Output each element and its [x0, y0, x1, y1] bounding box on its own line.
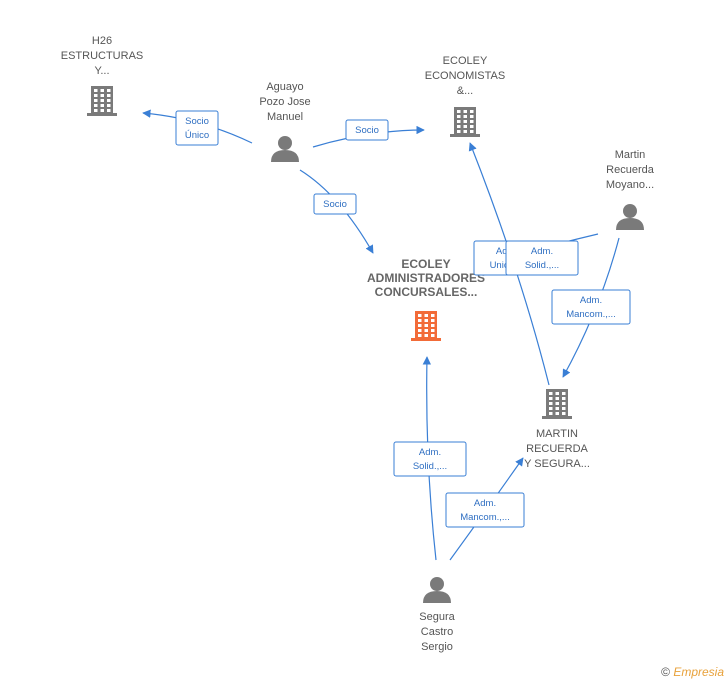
edge-label-text: Único	[185, 130, 209, 141]
node-label: Segura	[419, 611, 455, 623]
building-icon	[542, 389, 572, 419]
node-label: Martin	[615, 149, 646, 161]
person-icon	[271, 136, 299, 162]
edge-label-text: Solid.,...	[413, 461, 447, 472]
node-label: ADMINISTRADORES	[367, 271, 485, 285]
node-label: Pozo Jose	[259, 96, 310, 108]
edge-label[interactable]: Socio	[345, 119, 389, 141]
edge-label-text: Socio	[355, 125, 379, 136]
edge-label-text: Adm.	[531, 246, 553, 257]
edge-label[interactable]: Socio	[313, 193, 357, 215]
edge-label-box	[345, 119, 389, 141]
edge-label-box	[445, 492, 525, 528]
node-label: Recuerda	[606, 164, 655, 176]
node-label: Y SEGURA...	[524, 458, 590, 470]
node-label: MARTIN	[536, 428, 578, 440]
edge-label[interactable]: Adm. Solid.,...	[393, 441, 467, 477]
person-icon	[423, 577, 451, 603]
node-label: Castro	[421, 626, 453, 638]
edge-label-box	[393, 441, 467, 477]
edge-label-box	[505, 240, 579, 276]
footer-credit: © Empresia	[661, 665, 724, 679]
edge-label-text: Socio	[185, 116, 209, 127]
edge-label[interactable]: Adm. Solid.,...	[505, 240, 579, 276]
edge-label-text: Adm.	[419, 447, 441, 458]
building-icon	[450, 107, 480, 137]
node-label: CONCURSALES...	[375, 285, 478, 299]
edge-label-box	[551, 289, 631, 325]
edge-label-text: Adm.	[580, 295, 602, 306]
edge-label-box	[313, 193, 357, 215]
edge-labels-layer: SocioÚnicoSocioSocioAdm.Unico,...Adm.Sol…	[175, 110, 631, 528]
edge-label-box	[175, 110, 219, 146]
node-label: Sergio	[421, 641, 453, 653]
edge-label-text: Adm.	[474, 498, 496, 509]
copyright-symbol: ©	[661, 665, 670, 679]
node-martin_p[interactable]: MartinRecuerdaMoyano...	[606, 149, 655, 230]
edge-label-text: Mancom.,...	[566, 309, 616, 320]
node-ecoley_adm[interactable]: ECOLEYADMINISTRADORESCONCURSALES...	[367, 257, 485, 341]
person-icon	[616, 204, 644, 230]
edge-label-text: Mancom.,...	[460, 512, 510, 523]
node-label: ESTRUCTURAS	[61, 50, 144, 62]
node-label: Manuel	[267, 111, 303, 123]
node-label: ECONOMISTAS	[425, 70, 505, 82]
node-martin_c[interactable]: MARTIN RECUERDA Y SEGURA...	[524, 389, 590, 470]
node-ecoley_econ[interactable]: ECOLEY ECONOMISTAS &...	[425, 55, 505, 137]
node-label: Moyano...	[606, 179, 654, 191]
brand-logo[interactable]: Empresia	[673, 665, 724, 679]
node-label: ECOLEY	[443, 55, 488, 67]
edge-label-text: Solid.,...	[525, 260, 559, 271]
building-icon	[411, 311, 441, 341]
node-label: Aguayo	[266, 81, 303, 93]
edge-label[interactable]: Adm. Mancom.,...	[551, 289, 631, 325]
node-label: H26	[92, 35, 112, 47]
edge-label-text: Socio	[323, 199, 347, 210]
node-label: Y...	[94, 65, 109, 77]
building-icon	[87, 86, 117, 116]
node-label: &...	[457, 85, 474, 97]
edges-layer	[142, 109, 620, 561]
node-label: RECUERDA	[526, 443, 588, 455]
node-label: ECOLEY	[401, 257, 450, 271]
edge-label[interactable]: Adm. Mancom.,...	[445, 492, 525, 528]
